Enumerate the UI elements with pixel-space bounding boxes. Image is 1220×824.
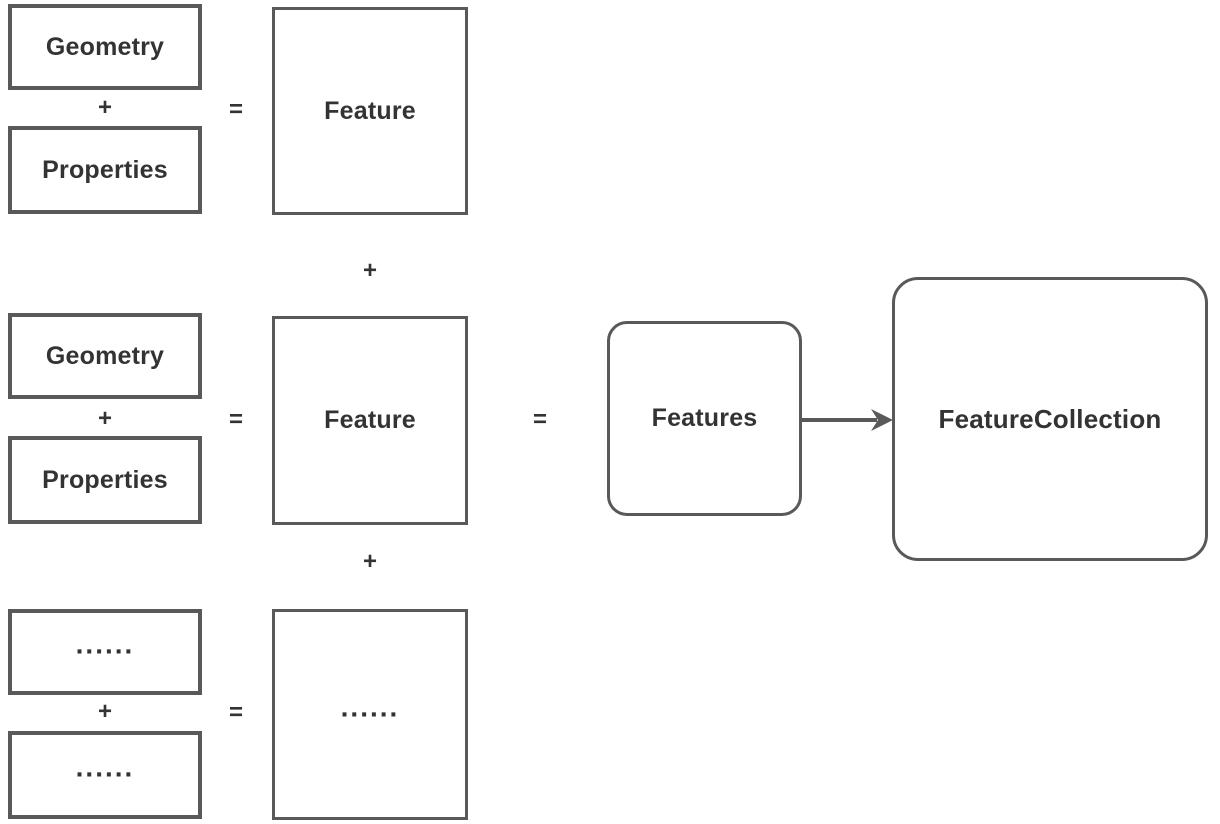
geometry-label-row1: Geometry: [45, 32, 165, 61]
plus-operator-row2: +: [97, 405, 113, 432]
geometry-box-row1: Geometry: [8, 4, 202, 90]
features-to-featurecollection-arrow: [799, 409, 893, 431]
geometry-label-row2: Geometry: [45, 341, 165, 370]
ellipsis-label-row3-output: ......: [340, 690, 400, 722]
ellipsis-label-row3-input2: ......: [75, 751, 135, 783]
properties-box-row2: Properties: [8, 436, 202, 524]
ellipsis-box-row3-input1: ......: [8, 609, 202, 695]
ellipsis-label-row3-input1: ......: [75, 628, 135, 660]
geometry-box-row2: Geometry: [8, 313, 202, 399]
equals-operator-row2: =: [228, 406, 244, 433]
equals-operator-features: =: [532, 406, 548, 433]
features-label: Features: [651, 404, 758, 432]
feature-box-row2: Feature: [272, 316, 468, 525]
feature-label-row2: Feature: [324, 406, 416, 434]
ellipsis-box-row3-input2: ......: [8, 731, 202, 819]
plus-operator-between-feature1-feature2: +: [362, 257, 378, 284]
equals-operator-row3: =: [228, 699, 244, 726]
plus-operator-row3: +: [97, 698, 113, 725]
properties-box-row1: Properties: [8, 126, 202, 214]
feature-box-row1: Feature: [272, 7, 468, 215]
equals-operator-row1: =: [228, 96, 244, 123]
properties-label-row1: Properties: [42, 155, 168, 184]
plus-operator-between-feature2-feature3: +: [362, 548, 378, 575]
plus-operator-row1: +: [97, 94, 113, 121]
ellipsis-output-box-row3: ......: [272, 609, 468, 820]
feature-label-row1: Feature: [324, 96, 416, 125]
feature-collection-box: FeatureCollection: [892, 277, 1208, 561]
properties-label-row2: Properties: [42, 465, 168, 494]
features-box: Features: [607, 321, 802, 516]
feature-collection-label: FeatureCollection: [938, 403, 1162, 434]
